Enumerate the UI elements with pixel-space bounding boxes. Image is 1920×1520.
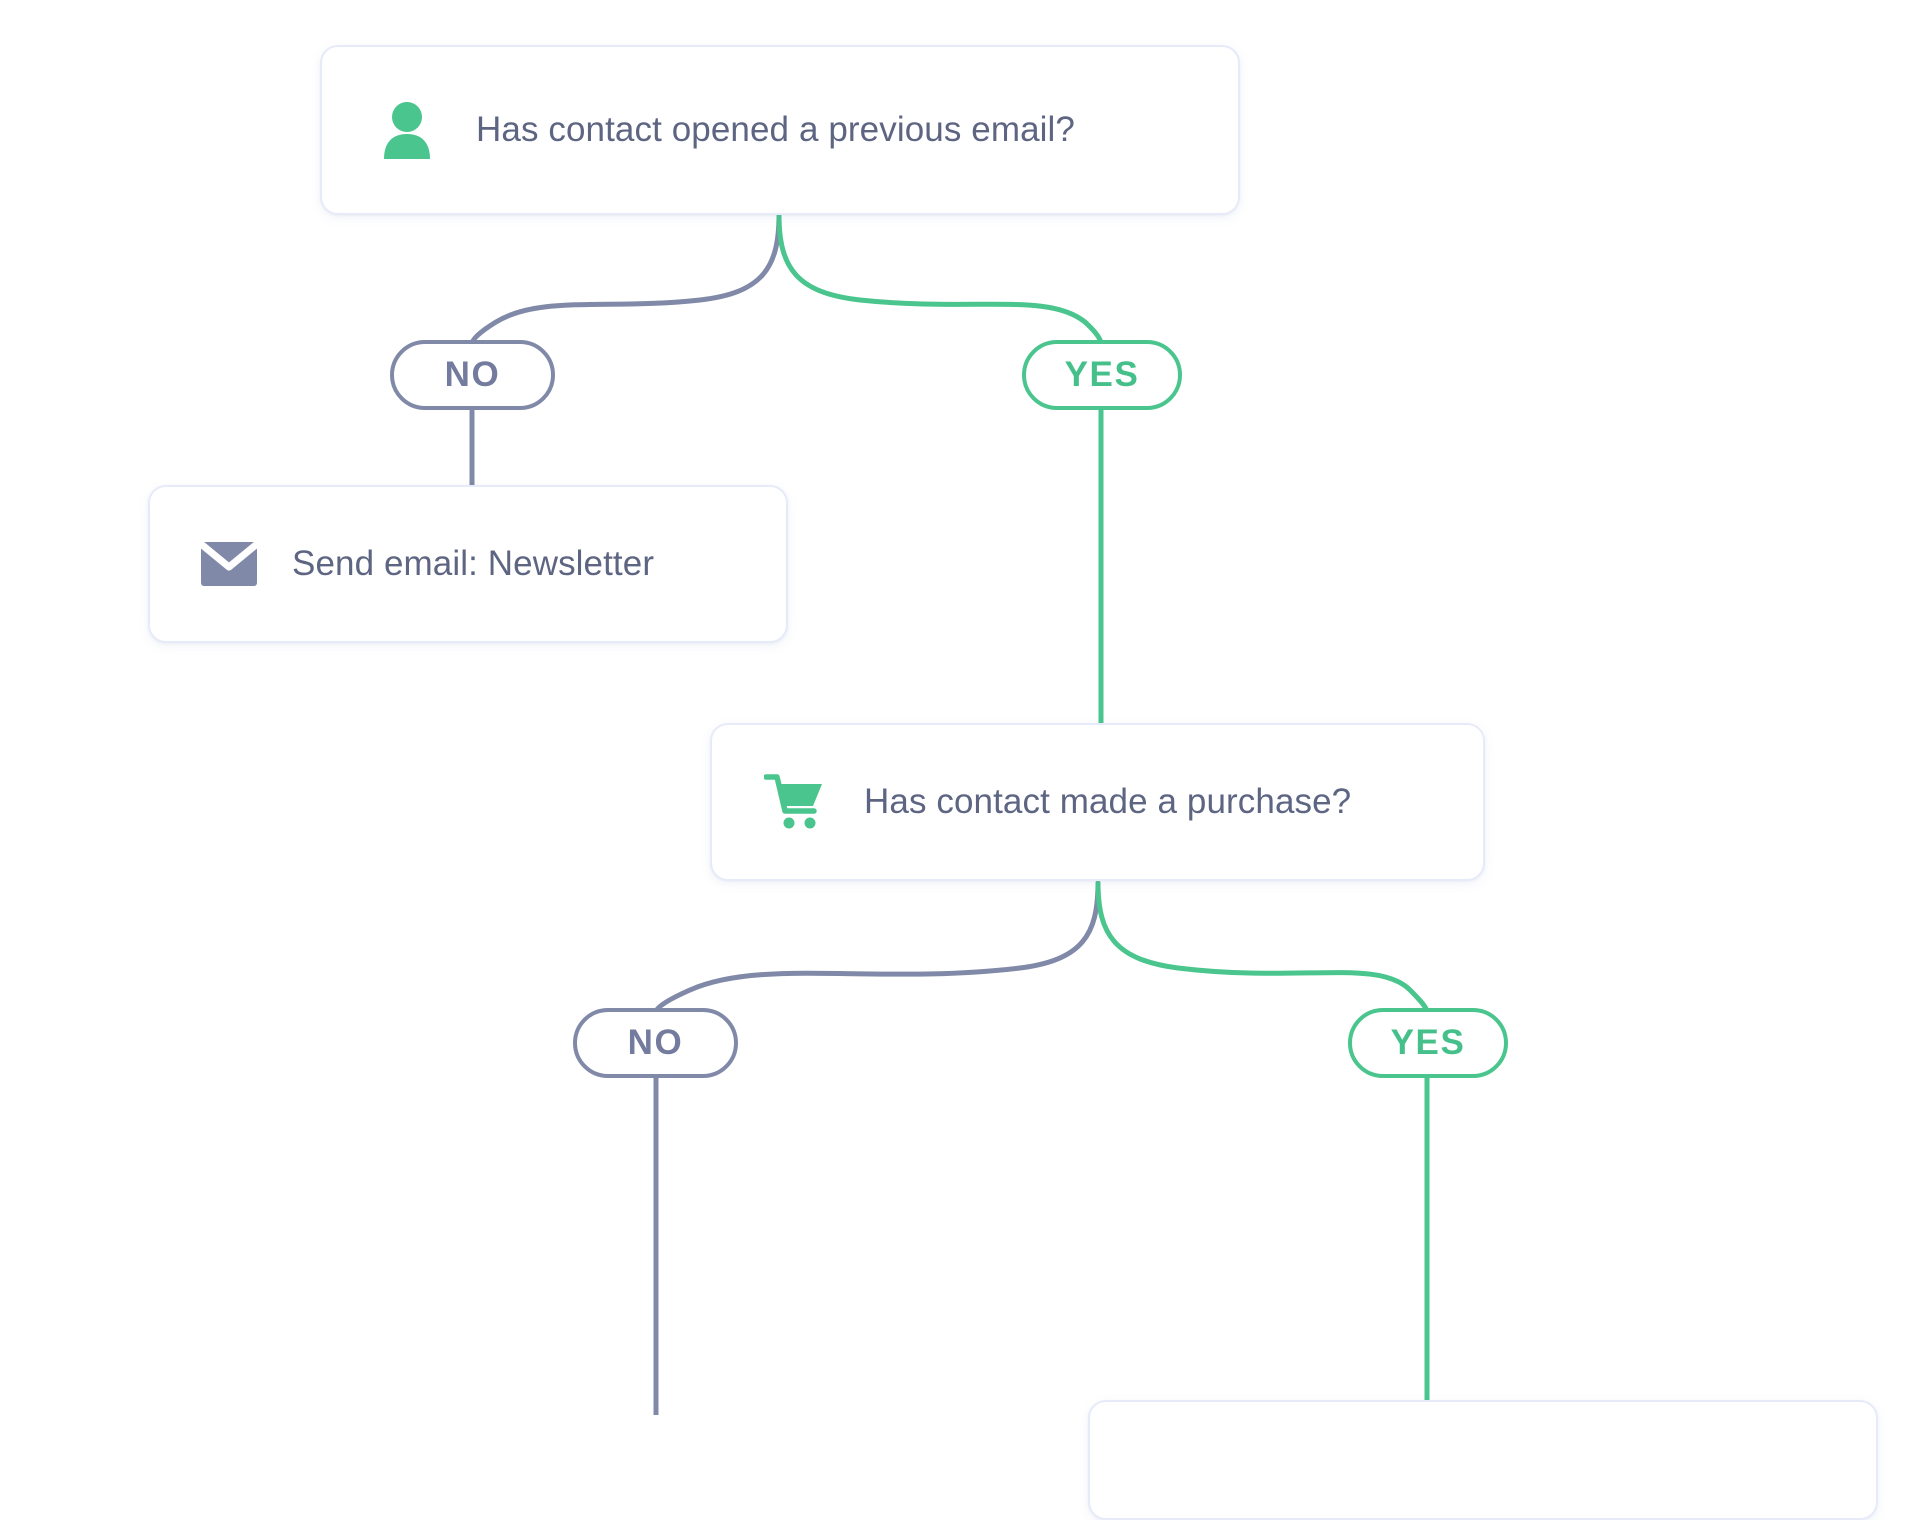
flow-canvas: Has contact opened a previous email? Sen… xyxy=(148,45,1878,1520)
node-condition-opened-email[interactable]: Has contact opened a previous email? xyxy=(320,45,1240,215)
edge-opened-email-no xyxy=(469,212,782,347)
branch-pill-label: YES xyxy=(1390,1023,1466,1062)
node-partial-offscreen[interactable] xyxy=(1088,1400,1878,1520)
person-icon xyxy=(376,101,438,159)
branch-pill-no-opened-email[interactable]: NO xyxy=(390,340,555,410)
node-label: Has contact opened a previous email? xyxy=(476,110,1075,149)
edge-made-purchase-no xyxy=(653,880,1101,1015)
branch-pill-yes-opened-email[interactable]: YES xyxy=(1022,340,1182,410)
branch-pill-label: YES xyxy=(1064,355,1140,394)
edge-opened-email-yes xyxy=(776,212,1104,347)
branch-pill-yes-made-purchase[interactable]: YES xyxy=(1348,1008,1508,1078)
branch-pill-label: NO xyxy=(627,1023,684,1062)
node-label: Has contact made a purchase? xyxy=(864,782,1352,821)
node-condition-made-purchase[interactable]: Has contact made a purchase? xyxy=(710,723,1485,881)
edge-made-purchase-yes xyxy=(1095,880,1430,1015)
envelope-icon xyxy=(198,541,260,587)
node-label: Send email: Newsletter xyxy=(292,544,655,583)
node-action-send-newsletter[interactable]: Send email: Newsletter xyxy=(148,485,788,643)
shopping-cart-icon xyxy=(764,773,826,831)
branch-pill-no-made-purchase[interactable]: NO xyxy=(573,1008,738,1078)
branch-pill-label: NO xyxy=(444,355,501,394)
